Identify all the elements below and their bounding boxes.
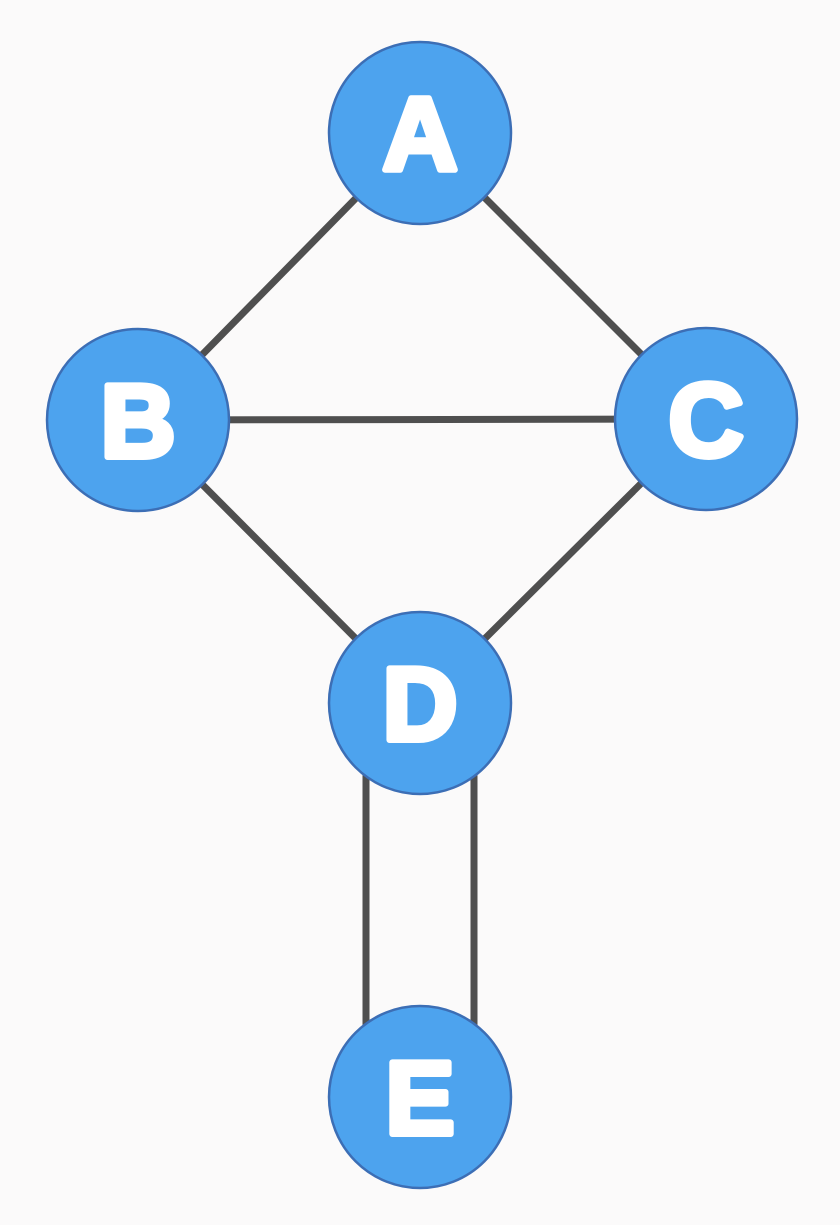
node-A[interactable]: A xyxy=(327,40,513,226)
node-B[interactable]: B xyxy=(45,327,231,513)
node-D[interactable]: D xyxy=(327,610,513,796)
node-E-label: E xyxy=(385,1041,454,1157)
node-A-label: A xyxy=(382,77,457,193)
node-A-circle xyxy=(327,40,513,226)
node-E[interactable]: E xyxy=(327,1004,513,1190)
node-C-label: C xyxy=(668,363,743,479)
node-D-circle xyxy=(327,610,513,796)
node-C[interactable]: C xyxy=(613,326,799,512)
node-E-circle xyxy=(327,1004,513,1190)
node-D-label: D xyxy=(382,647,457,763)
edge-B-C xyxy=(137,415,707,424)
node-C-circle xyxy=(613,326,799,512)
node-B-label: B xyxy=(100,364,175,480)
node-B-circle xyxy=(45,327,231,513)
